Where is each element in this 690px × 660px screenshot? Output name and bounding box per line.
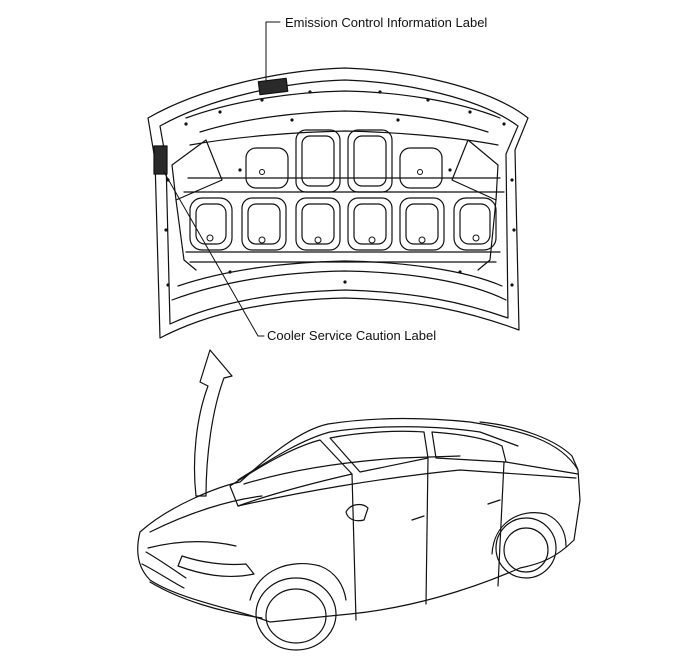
leader-lines: [163, 21, 281, 337]
emission-control-label-text: Emission Control Information Label: [285, 15, 488, 30]
emission-label-patch: [257, 77, 289, 96]
car-illustration: [137, 417, 581, 651]
cooler-label-patch: [153, 145, 168, 175]
hood-underside: [147, 67, 529, 339]
cooler-service-label-text: Cooler Service Caution Label: [267, 328, 437, 343]
open-hood-arrow: [193, 349, 233, 497]
